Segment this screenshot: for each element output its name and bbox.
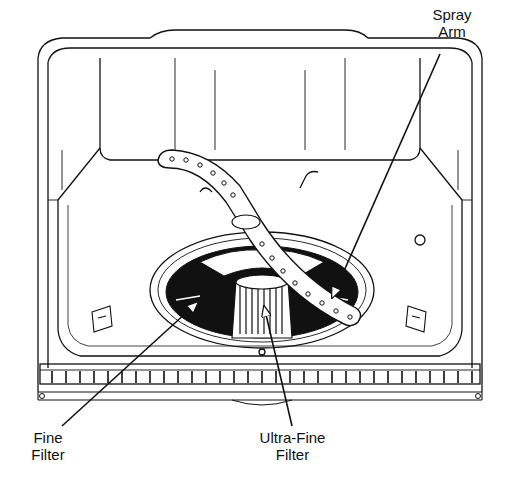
base-foot [232,400,292,405]
spray-arm [158,150,361,326]
spray-hole [270,256,274,260]
spray-hole [293,281,297,285]
spray-arm-hub [232,215,260,229]
spray-hole [260,242,264,246]
base-trim [38,392,482,400]
spray-hole [211,171,215,175]
floor-fitting [259,349,265,355]
floor-fitting [415,235,425,245]
spray-holes [170,157,352,319]
rack-hinges [92,306,426,332]
spray-hole [231,193,235,197]
wall-rib [175,58,345,150]
screw [40,394,45,399]
side-panel [48,150,472,200]
rail-frame [40,364,480,384]
spray-hole [334,309,338,313]
spray-hole [348,315,352,319]
spray-hole [222,181,226,185]
tub-floor [58,148,462,356]
spray-hole [306,292,310,296]
leader-lines [62,54,440,426]
front-rail [38,364,482,405]
leader-line [62,302,198,426]
rail-line [40,370,480,371]
part-label: Ultra-Fine Filter [245,429,340,463]
screw [476,394,481,399]
hinge-bracket [406,306,426,332]
tub-inner-rim [48,48,472,368]
part-label: Fine Filter [18,429,78,463]
spray-hole [281,269,285,273]
spray-hole [170,157,174,161]
spray-hole [184,158,188,162]
leader-line [264,306,292,426]
filter-mesh [240,286,282,334]
leader-line [332,54,440,298]
tub-linework [38,30,482,392]
spray-hole [320,301,324,305]
tub-outline [38,30,482,392]
spray-hole [198,163,202,167]
hinge-bracket [92,306,112,332]
back-wall [100,58,420,160]
part-label: Spray Arm [424,6,480,40]
